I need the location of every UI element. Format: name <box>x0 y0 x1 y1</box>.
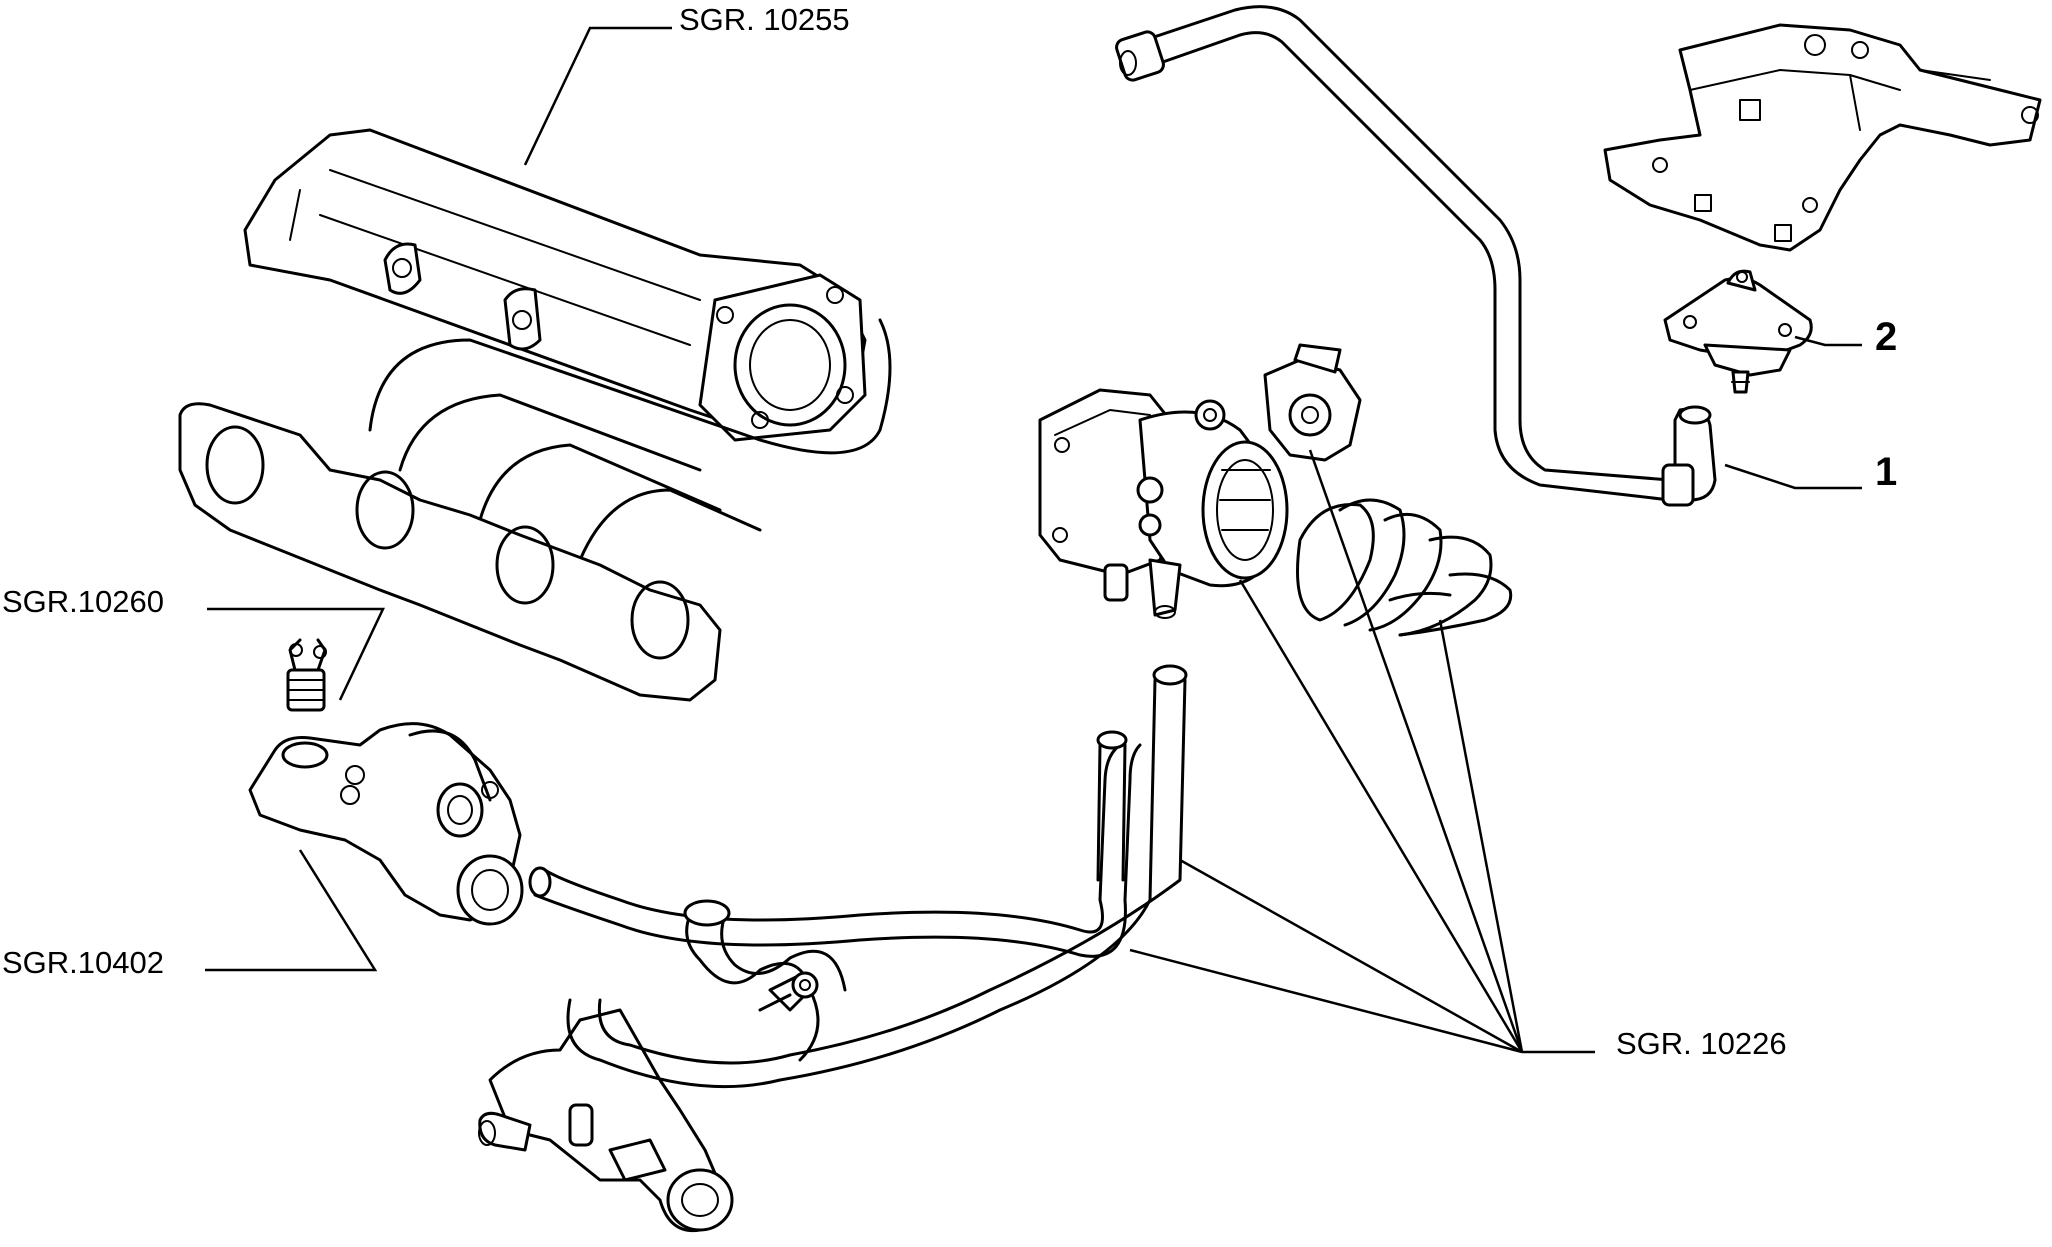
air-intake-bellows <box>1296 498 1513 637</box>
coolant-hoses <box>528 664 1188 1089</box>
label-sgr-10255: SGR. 10255 <box>679 2 850 37</box>
throttle-position-sensor <box>1263 343 1362 462</box>
intake-manifold <box>178 128 892 702</box>
label-item-2: 2 <box>1875 315 1898 359</box>
throttle-body <box>1038 388 1289 619</box>
temperature-sender <box>286 638 327 712</box>
label-sgr-10402: SGR.10402 <box>2 945 164 980</box>
label-sgr-10260: SGR.10260 <box>2 584 164 619</box>
label-sgr-10226: SGR. 10226 <box>1616 1026 1787 1061</box>
water-outlet <box>478 1008 734 1233</box>
label-item-1: 1 <box>1875 450 1898 494</box>
leader-lines <box>205 26 1862 1054</box>
vacuum-valve <box>1663 269 1813 394</box>
thermostat-housing <box>248 722 524 926</box>
vacuum-pipe <box>1115 5 1717 507</box>
mounting-bracket <box>1603 23 2042 252</box>
